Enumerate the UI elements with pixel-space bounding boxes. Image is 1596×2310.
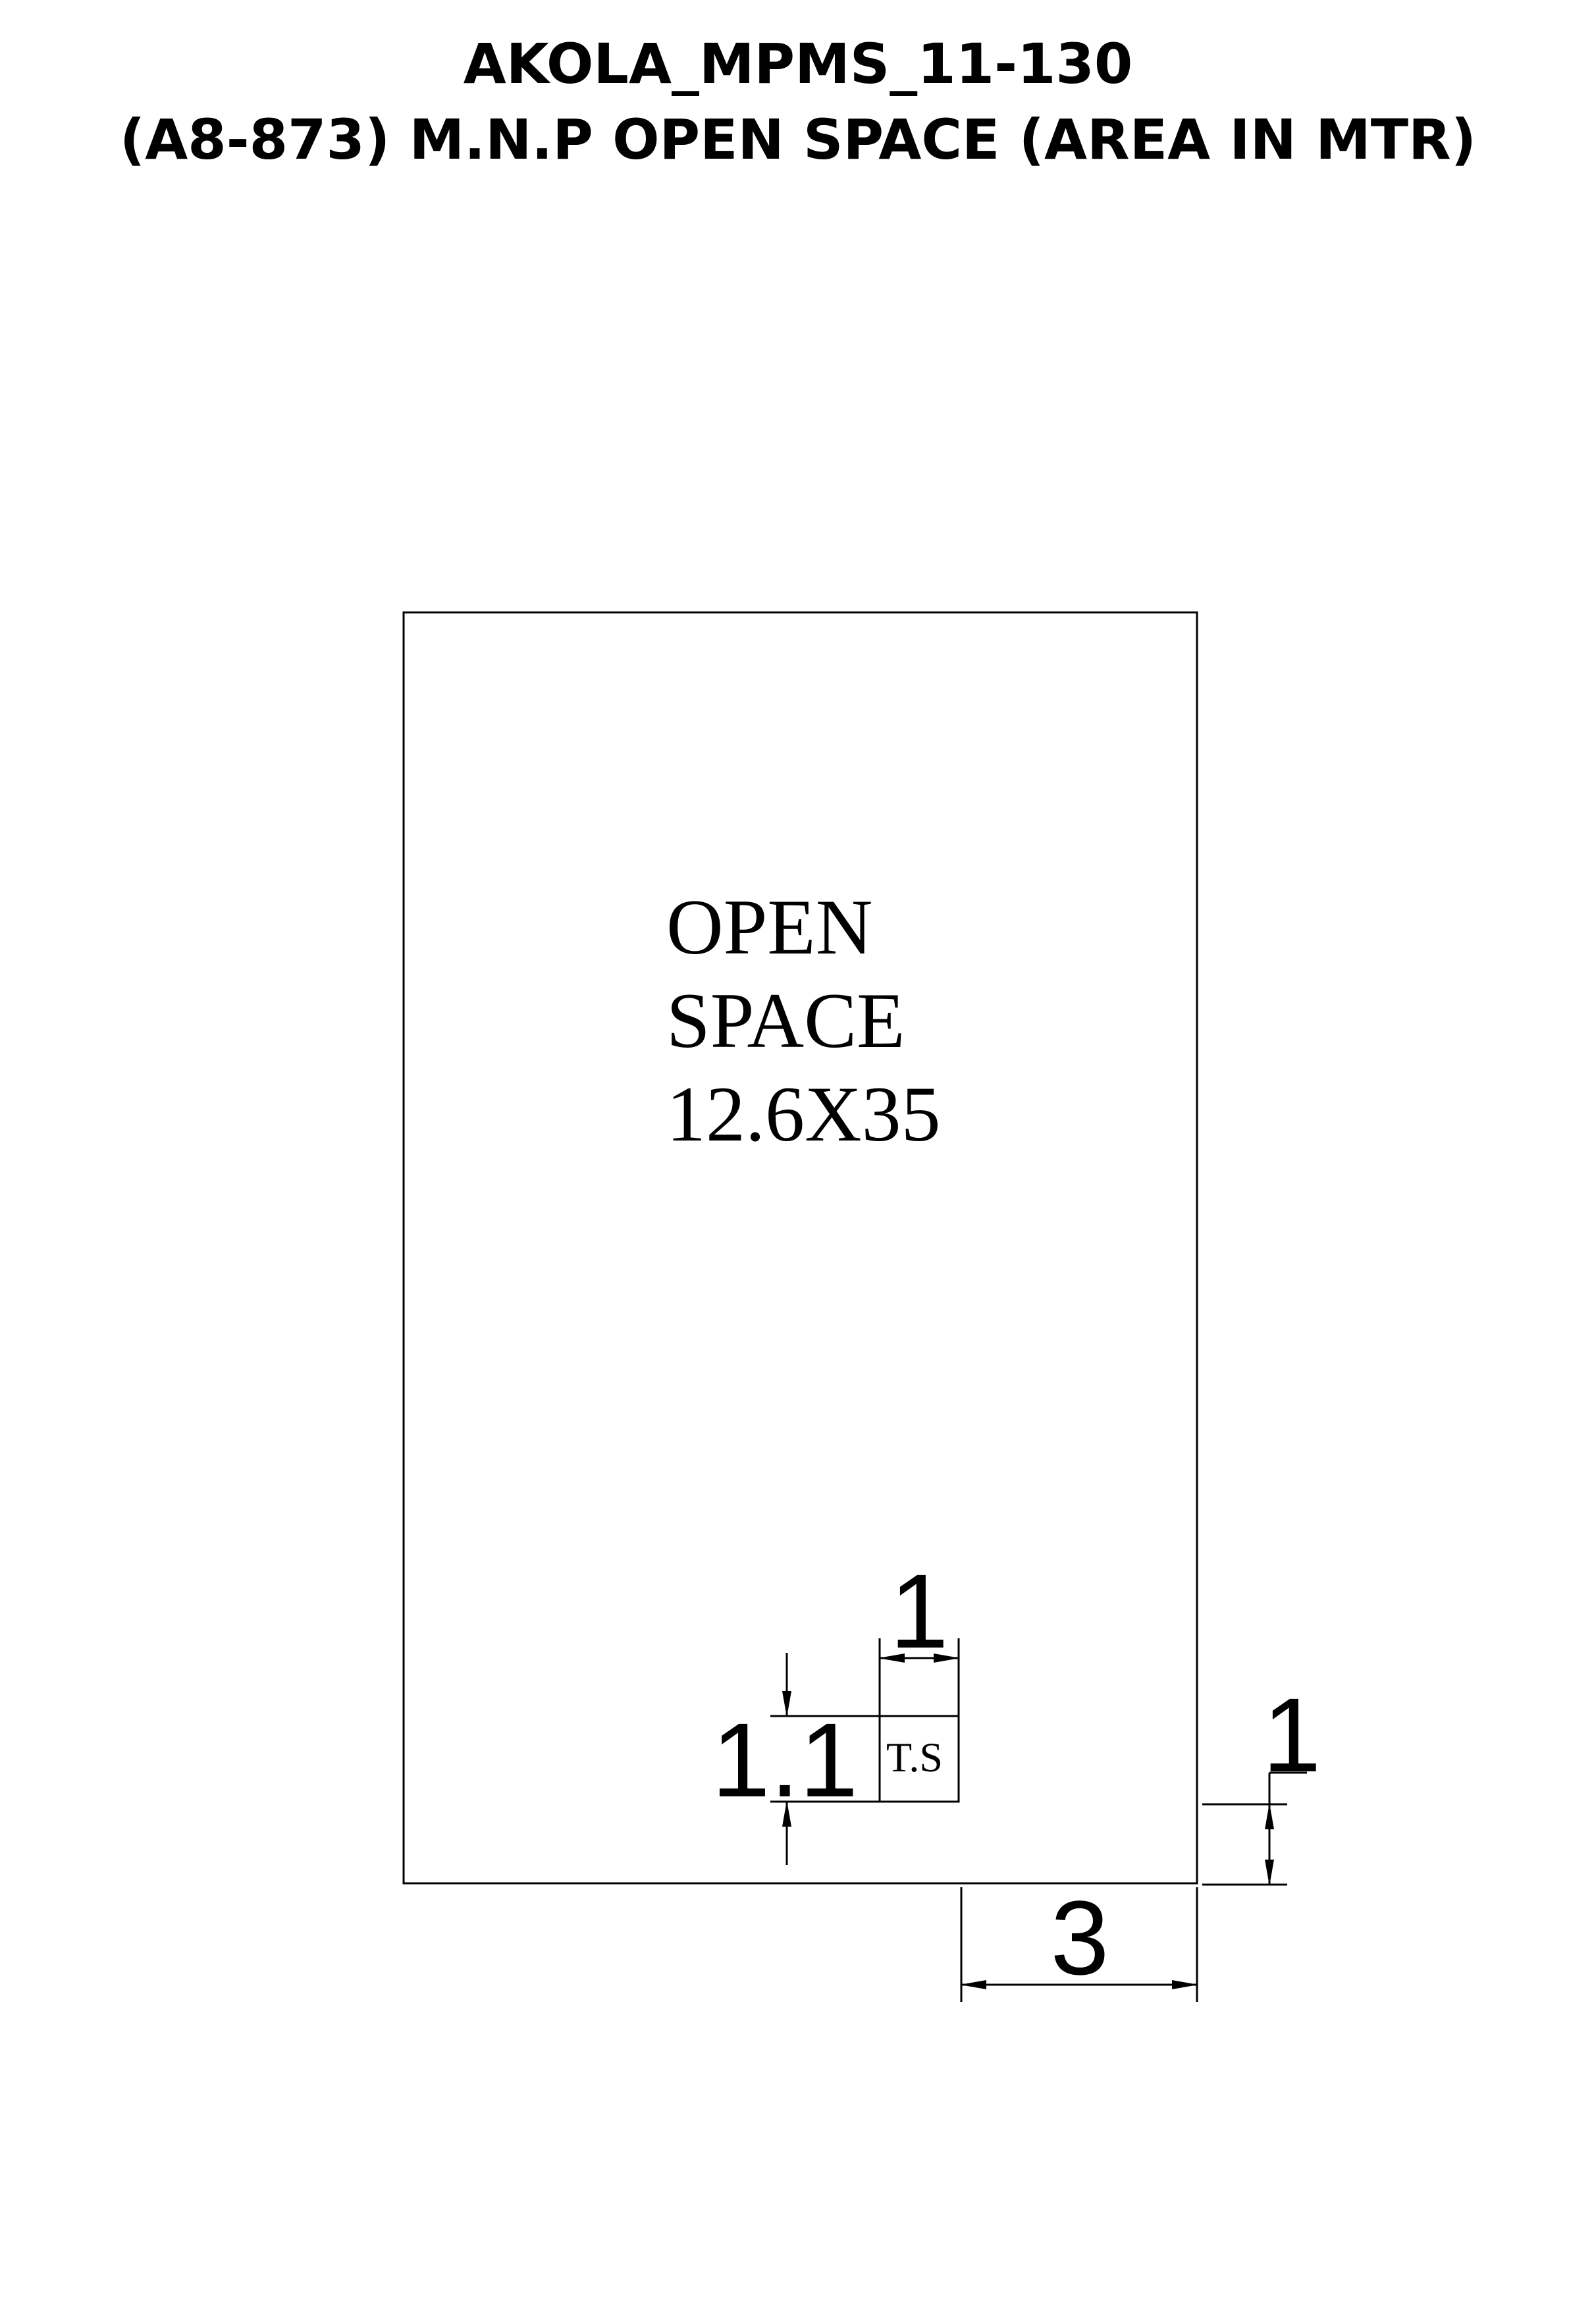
plot-label-line-1: OPEN <box>666 883 872 971</box>
plot-label-line-2: SPACE <box>666 977 905 1064</box>
drawing-title: AKOLA_MPMS_11-130 (A8-873) M.N.P OPEN SP… <box>0 26 1596 178</box>
plot-label-line-3: 12.6X35 <box>666 1070 941 1158</box>
title-line-1: AKOLA_MPMS_11-130 <box>463 32 1133 96</box>
right-offset-value: 1 <box>1263 1676 1321 1794</box>
ts-width-dimension <box>878 1638 960 1716</box>
ts-box-label: T.S <box>886 1734 943 1781</box>
ts-box <box>878 1715 960 1803</box>
ts-width-value: 1 <box>890 1552 949 1670</box>
bottom-offset-value: 3 <box>1051 1879 1109 1997</box>
title-line-2: (A8-873) M.N.P OPEN SPACE (AREA IN MTR) <box>119 107 1477 172</box>
ts-height-dimension <box>770 1653 880 1865</box>
bottom-offset-dimension <box>960 1887 1198 2002</box>
open-space-plot-boundary <box>402 611 1198 1885</box>
ts-height-value: 1.1 <box>712 1701 858 1819</box>
right-offset-dimension <box>1202 1771 1307 1886</box>
